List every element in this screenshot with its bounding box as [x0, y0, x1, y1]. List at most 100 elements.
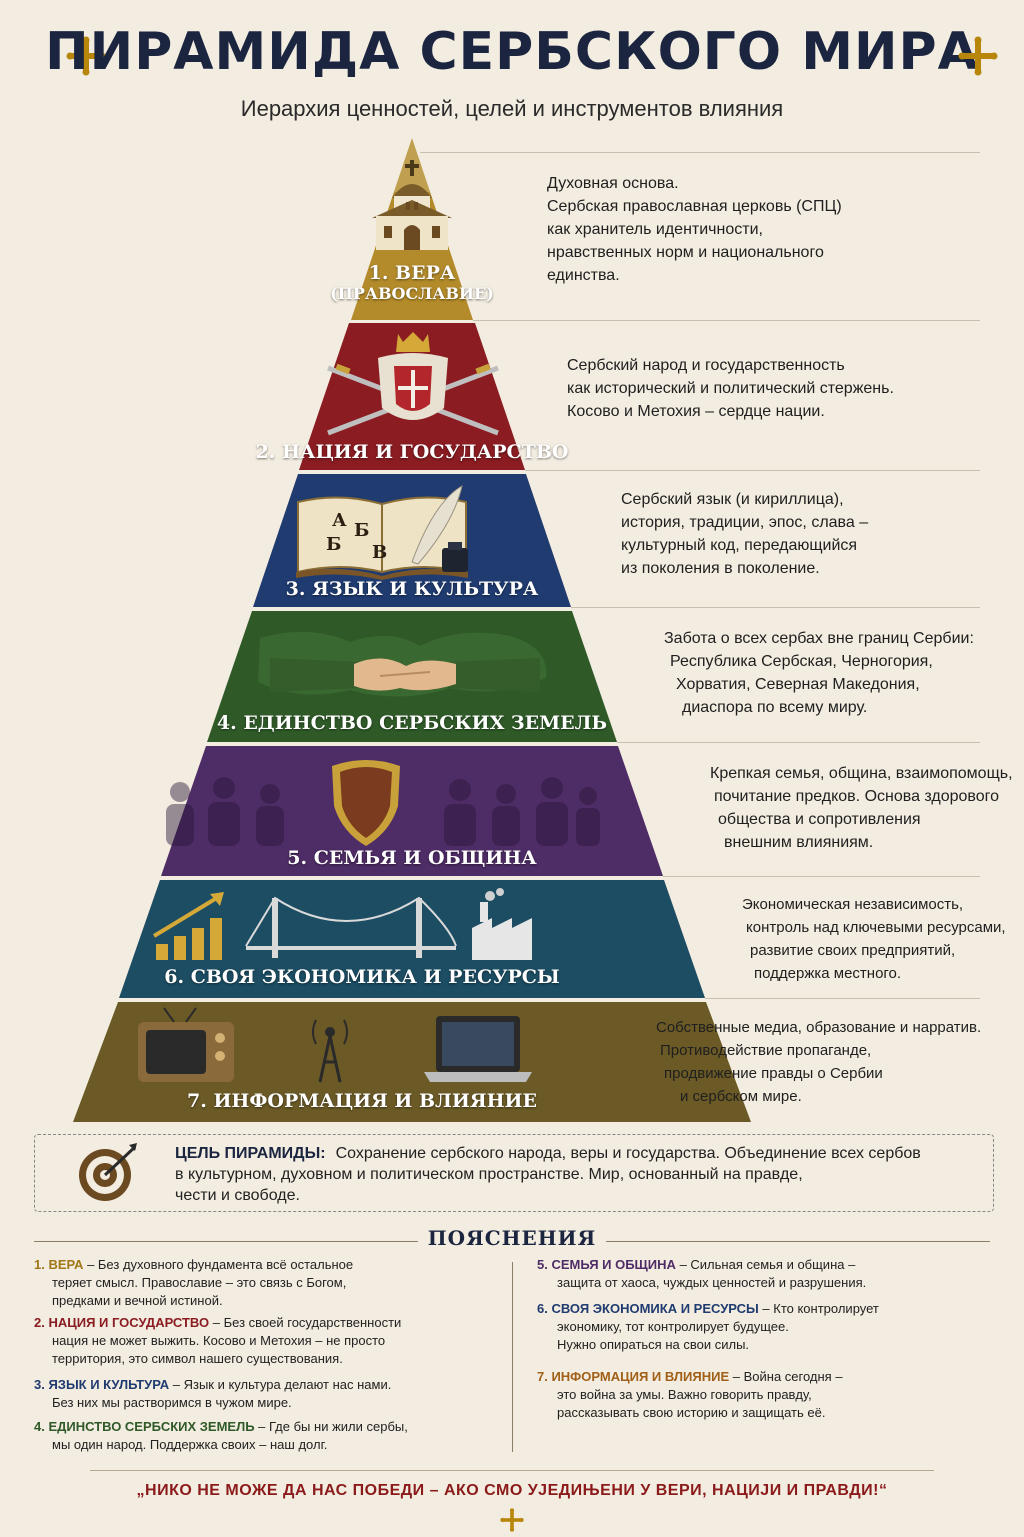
- desc-line: Сербский народ и государственность: [567, 357, 845, 374]
- footer-cross-icon: [500, 1508, 524, 1532]
- explanation-item-3: 3. ЯЗЫК И КУЛЬТУРА – Язык и культура дел…: [34, 1376, 494, 1412]
- right-cross-icon: [958, 36, 998, 76]
- desc-line: как хранитель идентичности,: [547, 221, 763, 238]
- explanation-line: рассказывать свою историю и защищать её.: [557, 1405, 826, 1420]
- explanation-item-5: 5. СЕМЬЯ И ОБЩИНА – Сильная семья и общи…: [537, 1256, 997, 1292]
- explanation-line: – Где бы ни жили сербы,: [258, 1419, 408, 1434]
- media-icon: [138, 1007, 532, 1083]
- church-icon: [372, 160, 452, 250]
- desc-line: Хорватия, Северная Македония,: [676, 676, 920, 693]
- explanation-line: нация не может выжить. Косово и Метохия …: [52, 1333, 386, 1348]
- desc-line: история, традиции, эпос, слава –: [621, 514, 869, 531]
- tier-5-band: [161, 746, 663, 876]
- leader-line: [420, 152, 980, 153]
- tier-3-label: 3. ЯЗЫК И КУЛЬТУРА: [285, 578, 539, 600]
- explanations-title: ПОЯСНЕНИЯ: [427, 1226, 597, 1250]
- tier-6-description: Экономическая независимость, контроль на…: [742, 893, 1022, 985]
- desc-line: единства.: [547, 267, 620, 284]
- desc-line: Экономическая независимость,: [742, 896, 964, 913]
- explanation-line: теряет смысл. Православие – это связь с …: [52, 1275, 347, 1290]
- desc-line: продвижение правды о Сербии: [664, 1065, 883, 1082]
- column-divider: [512, 1262, 513, 1452]
- explanation-line: защита от хаоса, чуждых ценностей и разр…: [557, 1275, 867, 1290]
- explanation-line: Нужно опираться на свои силы.: [557, 1337, 750, 1352]
- desc-line: из поколения в поколение.: [621, 560, 820, 577]
- desc-line: культурный код, передающийся: [621, 537, 858, 554]
- explanation-head: 4. ЕДИНСТВО СЕРБСКИХ ЗЕМЕЛЬ: [34, 1419, 255, 1434]
- target-icon: [79, 1143, 137, 1201]
- explanation-line: мы один народ. Поддержка своих – наш дол…: [52, 1437, 328, 1452]
- tier-4-description: Забота о всех сербах вне границ Сербии: …: [664, 627, 1014, 719]
- explanation-item-7: 7. ИНФОРМАЦИЯ И ВЛИЯНИЕ – Война сегодня …: [537, 1368, 997, 1422]
- tier-7-label: 7. ИНФОРМАЦИЯ И ВЛИЯНИЕ: [187, 1090, 537, 1112]
- explanation-line: территория, это символ нашего существова…: [52, 1351, 343, 1366]
- desc-line: Сербский язык (и кириллица),: [621, 491, 844, 508]
- desc-line: почитание предков. Основа здорового: [714, 788, 1000, 805]
- tier-6-label: 6. СВОЯ ЭКОНОМИКА И РЕСУРСЫ: [164, 966, 560, 988]
- tier-1-description: Духовная основа. Сербская православная ц…: [547, 172, 987, 287]
- desc-line: Собственные медиа, образование и наррати…: [656, 1019, 982, 1036]
- economy-icon: [152, 888, 532, 960]
- tier-1-title: 1. ВЕРА: [368, 262, 456, 284]
- divider: [34, 1241, 418, 1242]
- coat-of-arms-icon: [327, 332, 499, 436]
- tier-2-description: Сербский народ и государственность как и…: [567, 354, 987, 423]
- tier-2-label: 2. НАЦИЯ И ГОСУДАРСТВО: [255, 441, 569, 463]
- explanation-line: – Без своей государственности: [212, 1315, 402, 1330]
- explanation-head: 6. СВОЯ ЭКОНОМИКА И РЕСУРСЫ: [537, 1301, 759, 1316]
- desc-line: поддержка местного.: [754, 965, 902, 982]
- goal-line: в культурном, духовном и политическом пр…: [175, 1166, 803, 1183]
- explanation-line: – Война сегодня –: [732, 1369, 843, 1384]
- goal-line: Сохранение сербского народа, веры и госу…: [335, 1145, 921, 1162]
- explanation-head: 2. НАЦИЯ И ГОСУДАРСТВО: [34, 1315, 210, 1330]
- tier-1-label: 1. ВЕРА (ПРАВОСЛАВИЕ): [312, 262, 512, 303]
- shield-icon: [332, 760, 400, 846]
- letter-a: А: [332, 510, 347, 531]
- divider: [606, 1241, 990, 1242]
- desc-line: Республика Сербская, Черногория,: [670, 653, 933, 670]
- explanation-line: – Сильная семья и община –: [679, 1257, 856, 1272]
- explanation-head: 1. ВЕРА: [34, 1257, 84, 1272]
- leader-line: [525, 470, 980, 471]
- tier-7-band: [73, 1002, 751, 1122]
- desc-line: Крепкая семья, община, взаимопомощь,: [710, 765, 1013, 782]
- tier-1-subtitle: (ПРАВОСЛАВИЕ): [330, 284, 494, 303]
- book-quill-icon: А Б Б В: [296, 485, 468, 580]
- tier-6-band: [119, 880, 705, 998]
- explanation-line: – Без духовного фундамента всё остальное: [87, 1257, 354, 1272]
- tier-4-label: 4. ЕДИНСТВО СЕРБСКИХ ЗЕМЕЛЬ: [216, 712, 608, 734]
- explanation-head: 7. ИНФОРМАЦИЯ И ВЛИЯНИЕ: [537, 1369, 730, 1384]
- explanation-line: это война за умы. Важно говорить правду,: [557, 1387, 812, 1402]
- page-title: ПИРАМИДА СЕРБСКОГО МИРА: [45, 22, 979, 82]
- footer-quote: „НИКО НЕ МОЖЕ ДА НАС ПОБЕДИ – АКО СМО УЈ…: [136, 1482, 888, 1499]
- goal-text: ЦЕЛЬ ПИРАМИДЫ: Сохранение сербского народ…: [175, 1143, 975, 1206]
- explanation-item-4: 4. ЕДИНСТВО СЕРБСКИХ ЗЕМЕЛЬ – Где бы ни …: [34, 1418, 494, 1454]
- desc-line: Сербская православная церковь (СПЦ): [547, 198, 842, 215]
- explanation-item-2: 2. НАЦИЯ И ГОСУДАРСТВО – Без своей госуд…: [34, 1314, 504, 1368]
- people-silhouettes-icon: [166, 777, 600, 846]
- explanation-line: экономику, тот контролирует будущее.: [557, 1319, 789, 1334]
- letter-b-2: Б: [354, 520, 369, 541]
- desc-line: Косово и Метохия – сердце нации.: [567, 403, 825, 420]
- letter-v: В: [372, 542, 387, 563]
- leader-line: [705, 998, 980, 999]
- letter-b: Б: [326, 534, 341, 555]
- leader-line: [617, 742, 980, 743]
- leader-line: [663, 876, 980, 877]
- explanation-head: 3. ЯЗЫК И КУЛЬТУРА: [34, 1377, 170, 1392]
- desc-line: нравственных норм и национального: [547, 244, 824, 261]
- explanation-line: – Язык и культура делают нас нами.: [172, 1377, 392, 1392]
- desc-line: Духовная основа.: [547, 175, 679, 192]
- desc-line: диаспора по всему миру.: [682, 699, 868, 716]
- tier-5-label: 5. СЕМЬЯ И ОБЩИНА: [287, 847, 537, 869]
- explanation-item-1: 1. ВЕРА – Без духовного фундамента всё о…: [34, 1256, 494, 1310]
- page-subtitle: Иерархия ценностей, целей и инструментов…: [240, 96, 784, 121]
- explanation-head: 5. СЕМЬЯ И ОБЩИНА: [537, 1257, 676, 1272]
- explanation-line: Без них мы растворимся в чужом мире.: [52, 1395, 292, 1410]
- explanation-line: предками и вечной истиной.: [52, 1293, 223, 1308]
- tier-3-description: Сербский язык (и кириллица), история, тр…: [621, 488, 1001, 580]
- desc-line: и сербском мире.: [680, 1088, 802, 1105]
- goal-label: ЦЕЛЬ ПИРАМИДЫ:: [175, 1145, 326, 1162]
- desc-line: внешним влияниям.: [724, 834, 874, 851]
- explanation-item-6: 6. СВОЯ ЭКОНОМИКА И РЕСУРСЫ – Кто контро…: [537, 1300, 997, 1354]
